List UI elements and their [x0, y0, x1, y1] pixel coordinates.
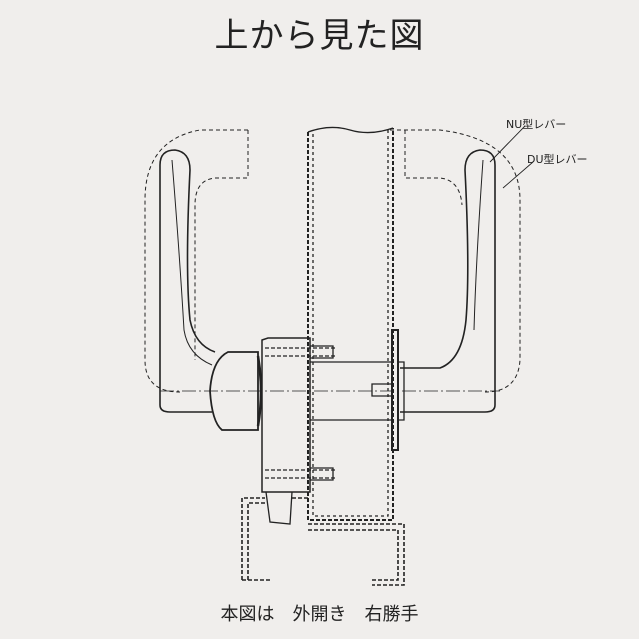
left-lever: [159, 149, 216, 413]
latch: [265, 491, 293, 525]
nu-leader-line: [489, 125, 526, 163]
du-leader-line: [502, 161, 534, 189]
nu-lever-outline: [144, 129, 521, 393]
door-leaf: [307, 126, 394, 521]
du-lever-label: DU型レバー: [527, 153, 588, 166]
right-lever: [400, 149, 496, 413]
lock-housing: [261, 337, 335, 493]
diagram-caption: 本図は 外開き 右勝手: [220, 604, 419, 625]
door-frame: [241, 497, 405, 586]
diagram-title: 上から見た図: [214, 16, 425, 56]
spindle: [310, 329, 405, 451]
nu-lever-label: NU型レバー: [506, 118, 567, 131]
